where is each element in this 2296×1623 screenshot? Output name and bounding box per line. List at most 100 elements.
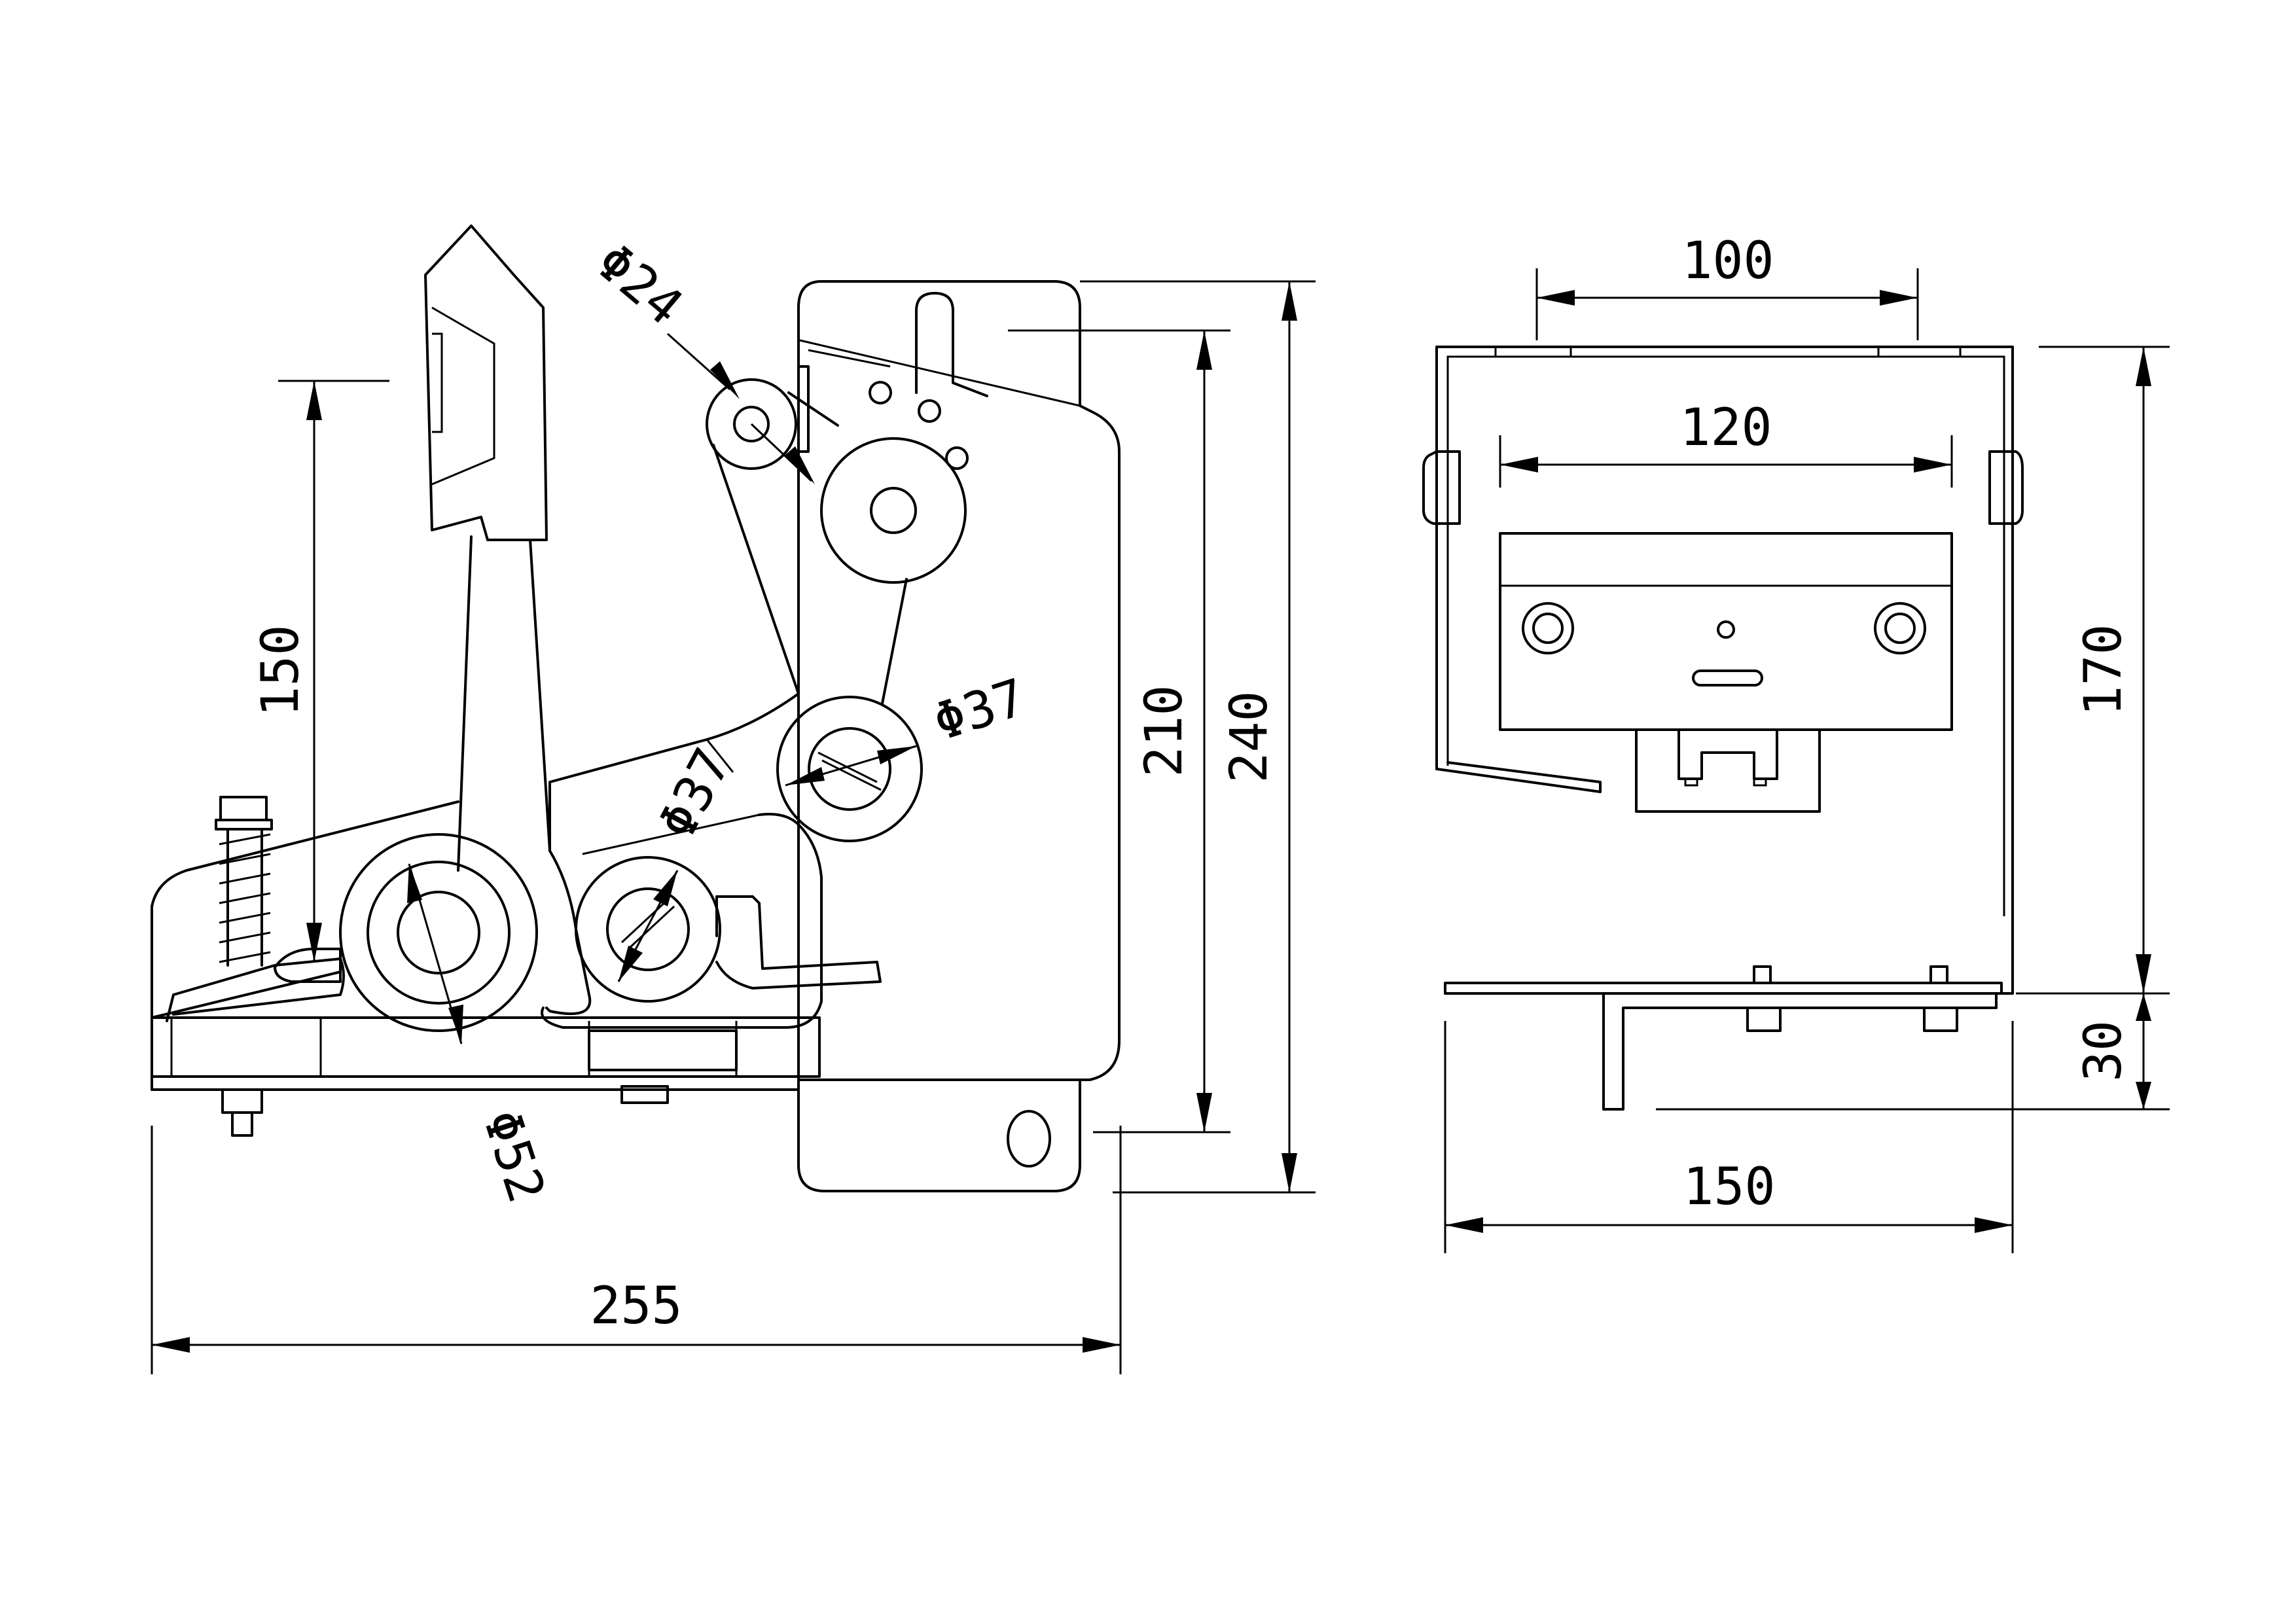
lever-head-clip <box>432 332 443 433</box>
arrow-150-top <box>306 381 322 420</box>
big-roller-outer <box>339 833 538 1032</box>
pin-bracket <box>798 365 810 453</box>
latch-pin-right <box>1753 777 1767 787</box>
lower-roller-slot <box>620 899 675 950</box>
bolt-shank <box>226 828 263 967</box>
base-frame <box>151 800 459 1091</box>
left-side-clip <box>1422 450 1461 525</box>
middle-roller-slot <box>817 751 882 791</box>
pin-inner <box>733 406 770 442</box>
bottom-nut <box>620 1085 669 1104</box>
dim-240: 240 <box>1220 691 1279 783</box>
base-stud-2 <box>1929 965 1948 984</box>
base-bar-divisions <box>170 1018 738 1077</box>
upper-roller-hole <box>870 487 917 534</box>
dim-dia24: Φ24 <box>585 232 694 337</box>
arrow-170-top <box>2136 347 2151 386</box>
arrow-100-left <box>1537 290 1575 306</box>
bolt-collar <box>215 819 273 830</box>
arrow-dia52-b <box>448 1005 463 1044</box>
latch-box <box>1635 728 1821 813</box>
base-wedge <box>166 957 345 1022</box>
arrow-255-left <box>152 1337 190 1353</box>
front-frame-inner <box>1446 355 2005 916</box>
arrow-240-bottom <box>1282 1153 1297 1192</box>
small-hole-3 <box>945 446 969 470</box>
arrow-dia37-right-b <box>877 746 916 764</box>
top-notches <box>1494 347 1962 357</box>
slant-line-top <box>799 339 1081 407</box>
arrow-210-top <box>1196 330 1212 370</box>
cam-arm-lower <box>541 813 823 1029</box>
bottom-bolt-tip <box>231 1111 253 1137</box>
housing-lower-tab <box>797 1079 1081 1192</box>
base-plate <box>1444 982 2003 995</box>
dim-210: 210 <box>1135 685 1194 777</box>
dia24-leader <box>666 332 813 482</box>
big-roller-inner <box>397 891 480 974</box>
dim-170: 170 <box>2074 624 2133 717</box>
lower-roller-outer <box>575 856 721 1003</box>
top-slot <box>915 292 988 397</box>
face-hole-left-outer <box>1522 602 1574 654</box>
upper-roller-outer <box>820 437 967 584</box>
face-hole-left-inner <box>1532 613 1564 644</box>
small-hole-2 <box>918 399 941 423</box>
cam-arm <box>545 692 800 1016</box>
dim-dia52: Φ52 <box>471 1103 556 1209</box>
arrow-120-right <box>1914 457 1952 473</box>
front-view-dimensions: 100 120 170 30 150 <box>1444 232 2170 1253</box>
dia37-left-leader <box>706 739 734 773</box>
dim-dia37-left: Φ37 <box>647 739 743 848</box>
arrow-dia24-a <box>710 361 740 399</box>
arrow-120-left <box>1500 457 1538 473</box>
face-slot <box>1692 669 1763 687</box>
arrow-30-bottom <box>2136 1082 2151 1109</box>
bolt-head <box>219 796 268 821</box>
base-block <box>588 1029 738 1071</box>
front-frame-bottom-tab <box>1435 761 1602 793</box>
arrow-dia24-b <box>785 446 815 484</box>
face-hole-right-outer <box>1874 602 1926 654</box>
base-bar <box>151 1016 821 1078</box>
dim-30: 30 <box>2074 1020 2133 1082</box>
lower-roller-inner <box>606 887 690 971</box>
arrow-dia37-left-b <box>653 870 677 906</box>
arrow-dia37-left-a <box>619 946 643 982</box>
arrow-240-top <box>1282 281 1297 321</box>
lower-tab-slot <box>1007 1110 1051 1168</box>
cam-arm-line <box>582 813 760 855</box>
lever-head-line <box>431 306 495 486</box>
front-view <box>1422 346 2024 1111</box>
face-plate <box>1499 532 1953 731</box>
lever-shaft <box>457 535 551 872</box>
arrow-170-bottom <box>2136 954 2151 993</box>
dim-150-base: 150 <box>1683 1158 1776 1217</box>
housing-plate <box>797 280 1121 1081</box>
small-hole-1 <box>869 381 892 404</box>
dim-150-lever: 150 <box>251 625 310 717</box>
base-bracket <box>1602 992 1998 1111</box>
dim-255: 255 <box>590 1277 683 1336</box>
big-roller-mid <box>367 861 511 1005</box>
face-hole-right-inner <box>1884 613 1916 644</box>
dim-120: 120 <box>1680 399 1772 457</box>
dim-100: 100 <box>1682 232 1774 291</box>
arrow-255-right <box>1083 1337 1121 1353</box>
latch-plate <box>715 895 882 990</box>
connecting-link <box>712 391 908 705</box>
arrow-150-bottom <box>306 923 322 962</box>
base-slot <box>274 948 342 983</box>
arrow-30-top <box>2136 993 2151 1021</box>
middle-roller-outer <box>776 696 923 842</box>
base-stud-3 <box>1746 1007 1782 1032</box>
slant-line-top-2 <box>808 349 891 368</box>
base-stud-4 <box>1923 1007 1958 1032</box>
arrow-100-right <box>1880 290 1918 306</box>
face-center-hole <box>1717 620 1735 639</box>
bottom-bolt <box>221 1088 263 1114</box>
arrow-210-bottom <box>1196 1093 1212 1132</box>
arrow-dia37-right-a <box>785 767 825 785</box>
arrow-150-base-left <box>1445 1217 1483 1233</box>
